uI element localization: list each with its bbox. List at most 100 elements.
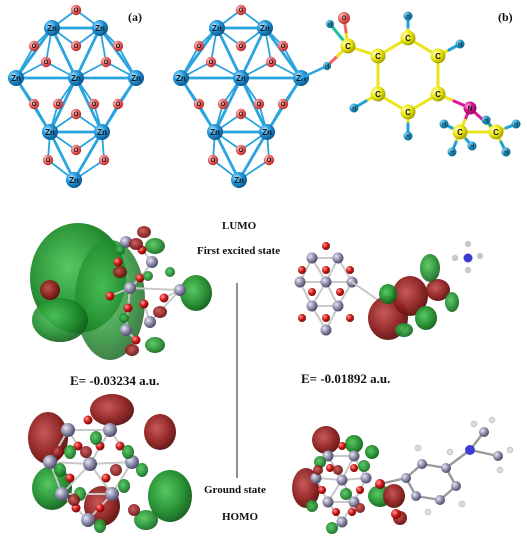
lumo-label: LUMO	[222, 220, 257, 232]
zinc-atom	[259, 124, 275, 140]
hydrogen-atom	[501, 147, 511, 157]
oxygen-atom	[235, 144, 247, 156]
oxygen-atom	[235, 4, 247, 16]
homo-orbital-left	[28, 394, 192, 533]
carbon-atom-label: C	[375, 90, 381, 99]
zinc-atom-label: Zn	[176, 74, 186, 83]
oxygen-atom	[100, 56, 112, 68]
carbon-atom	[400, 104, 416, 120]
bond	[72, 130, 104, 182]
oxygen-atom-label: O	[342, 16, 347, 22]
oxygen-atom	[298, 266, 306, 274]
zinc-atom	[306, 300, 318, 312]
oxygen-atom	[375, 479, 385, 489]
oxygen-atom	[95, 503, 105, 513]
oxygen-atom	[112, 40, 124, 52]
green-lobe	[306, 500, 318, 512]
oxygen-atom	[42, 154, 54, 166]
zinc-atom	[105, 487, 119, 501]
green-lobe	[119, 313, 129, 323]
oxygen-atom	[346, 266, 354, 274]
carbon-atom	[479, 427, 489, 437]
oxygen-atom	[65, 473, 75, 483]
zinc-atom	[348, 450, 360, 462]
oxygen-atom-label: O	[239, 148, 244, 154]
green-lobe	[90, 431, 102, 445]
oxygen-atom	[105, 291, 115, 301]
oxygen-atom	[113, 257, 123, 267]
oxygen-atom	[98, 154, 110, 166]
green-lobe	[94, 519, 106, 533]
oxygen-atom	[101, 473, 111, 483]
red-lobe	[153, 306, 167, 318]
green-lobe	[134, 510, 158, 530]
oxygen-atom	[193, 98, 205, 110]
oxygen-atom-label: O	[104, 60, 109, 66]
hydrogen-atom	[496, 466, 504, 474]
oxygen-atom-label: O	[281, 44, 286, 50]
hydrogen-atom-label: H	[406, 134, 410, 140]
hydrogen-atom	[439, 119, 449, 129]
zinc-atom-label: Zn	[95, 24, 105, 33]
oxygen-atom-label: O	[281, 102, 286, 108]
carbon-atom	[435, 495, 445, 505]
zinc-atom	[92, 20, 108, 36]
zinc-atom-label: Zn	[131, 74, 141, 83]
red-lobe	[312, 426, 340, 454]
green-lobe	[118, 479, 130, 493]
hydrogen-atom	[424, 508, 432, 516]
bond	[89, 461, 133, 465]
zinc-atom	[55, 487, 69, 501]
green-lobe	[148, 470, 192, 522]
red-lobe	[392, 276, 428, 316]
hydrogen-atom	[464, 240, 472, 248]
oxygen-atom	[308, 288, 316, 296]
hydrogen-atom-label: H	[442, 122, 446, 128]
zinc-atom	[128, 70, 144, 86]
green-lobe	[180, 275, 212, 311]
oxygen-atom	[28, 40, 40, 52]
zinc-atom	[322, 496, 334, 508]
oxygen-atom	[112, 98, 124, 110]
zinc-atom-label: Zn	[97, 128, 107, 137]
green-lobe	[365, 445, 379, 459]
zinc-atom	[144, 316, 156, 328]
carbon-atom-label: C	[375, 52, 381, 61]
hydrogen-atom	[470, 420, 478, 428]
hydrogen-atom-label: H	[470, 144, 474, 150]
bond	[74, 26, 102, 80]
oxygen-atom-label: O	[44, 60, 49, 66]
zinc-atom	[120, 324, 132, 336]
zinc-atom	[336, 474, 348, 486]
oxygen-atom-label: O	[239, 8, 244, 14]
oxygen-atom	[52, 98, 64, 110]
oxygen-atom	[205, 56, 217, 68]
homo-orbital-right	[292, 416, 514, 534]
oxygen-atom-label: O	[221, 102, 226, 108]
green-lobe	[122, 445, 134, 459]
lumo-orbital-right	[294, 240, 484, 340]
green-lobe	[145, 238, 165, 254]
carbon-atom	[370, 48, 386, 64]
oxygen-atom-label: O	[74, 148, 79, 154]
carbon-atom	[411, 491, 421, 501]
hydrogen-atom	[446, 448, 454, 456]
zinc-atom-label: Zn	[236, 74, 246, 83]
oxygen-atom	[131, 335, 141, 345]
carbon-atom	[400, 30, 416, 46]
panel-label-b: (b)	[498, 10, 513, 24]
bond	[213, 130, 241, 182]
hydrogen-atom	[488, 416, 496, 424]
red-lobe	[80, 446, 92, 458]
oxygen-atom	[135, 273, 145, 283]
oxygen-atom	[346, 314, 354, 322]
oxygen-atom	[193, 40, 205, 52]
hydrogen-atom	[481, 115, 491, 125]
ground-state-label: Ground state	[204, 484, 266, 496]
carbon-atom	[340, 38, 356, 54]
red-lobe	[383, 484, 405, 508]
homo-label: HOMO	[222, 511, 259, 523]
oxygen-atom	[318, 486, 326, 494]
red-lobe	[313, 465, 323, 475]
